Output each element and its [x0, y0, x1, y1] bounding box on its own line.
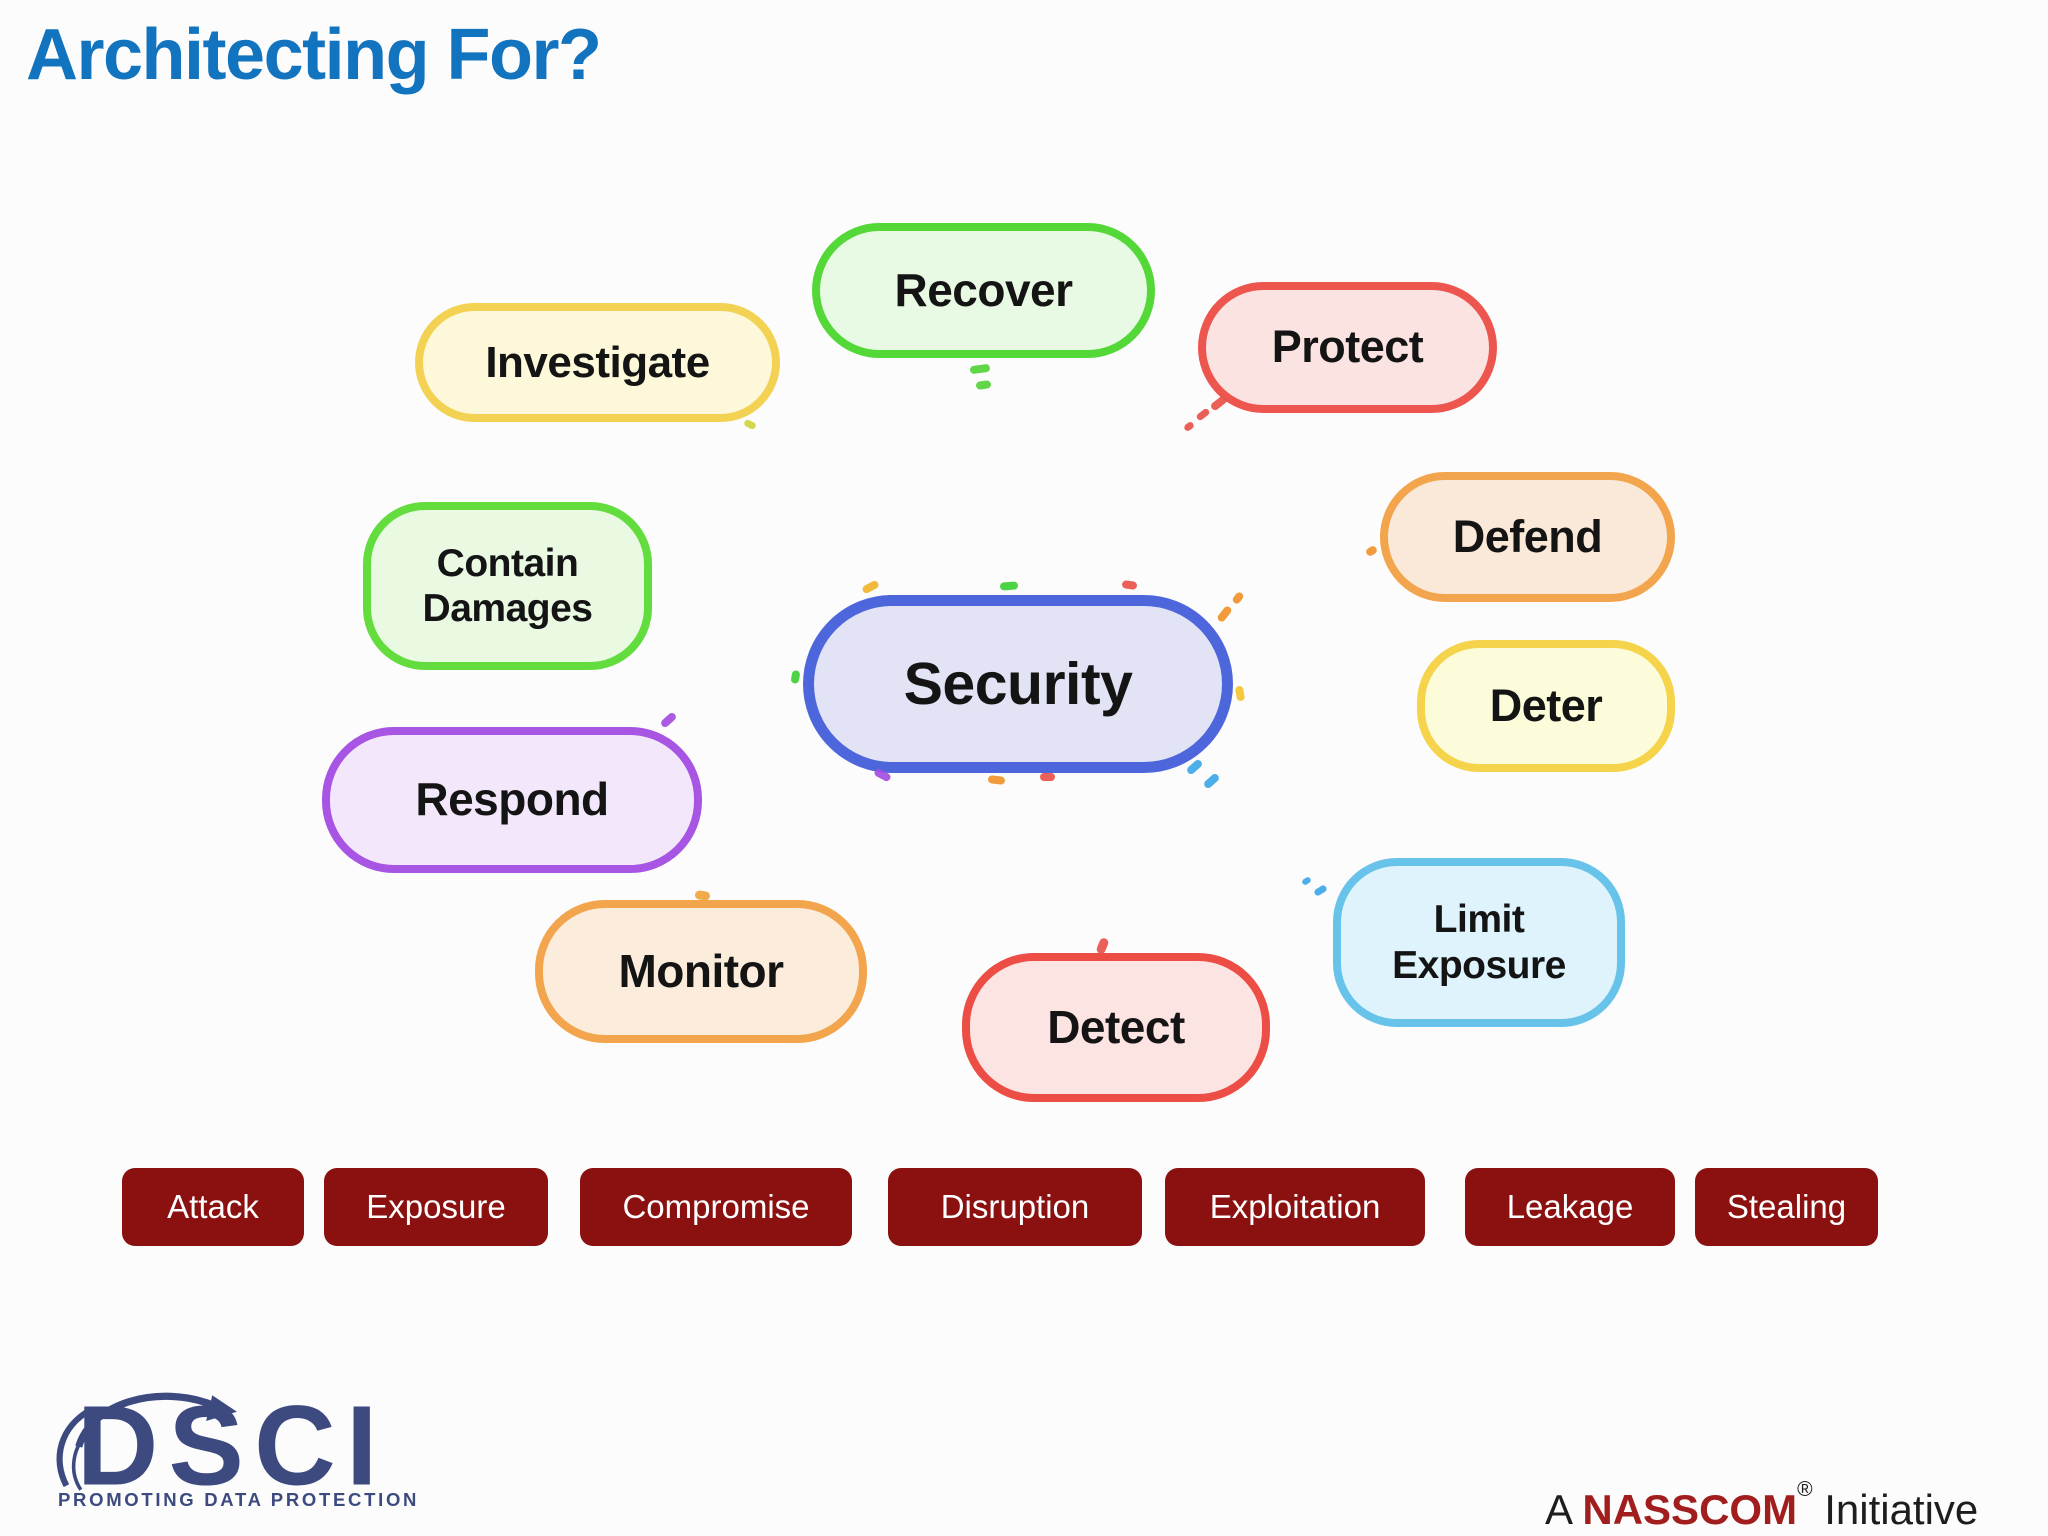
bubble-label: Monitor [618, 944, 784, 997]
threat-label: Stealing [1726, 1188, 1847, 1225]
connector-stub [1231, 590, 1245, 606]
threat-label: Attack [167, 1188, 259, 1225]
threat-label: Exploitation [1209, 1188, 1381, 1225]
connector-stub [1202, 772, 1221, 790]
bubble-label: Contain Damages [422, 541, 593, 630]
bubble-respond: Respond [322, 727, 702, 873]
connector-stub [1313, 884, 1328, 897]
connector-stub [659, 711, 678, 729]
bubble-security: Security [803, 595, 1233, 773]
connector-stub [743, 418, 757, 431]
dsci-swoosh-top [75, 1392, 216, 1448]
bubble-limit-exposure: Limit Exposure [1333, 858, 1625, 1027]
bubble-monitor: Monitor [535, 900, 867, 1043]
bubble-label: Security [903, 650, 1133, 717]
dsci-logo: DSCI [56, 1386, 388, 1496]
bubble-label: Protect [1271, 321, 1424, 373]
connector-stub [1209, 394, 1229, 412]
dsci-swoosh-arrowhead [206, 1395, 237, 1421]
dsci-tagline: PROMOTING DATA PROTECTION [58, 1489, 420, 1510]
nasscom-prefix: A [1545, 1486, 1583, 1533]
bubble-label: Deter [1489, 679, 1603, 731]
bubble-label: Defend [1452, 510, 1603, 562]
bubble-investigate: Investigate [415, 303, 780, 422]
connector-stub [1234, 685, 1246, 702]
connector-stub [790, 669, 801, 685]
nasscom-brand: NASSCOM [1582, 1486, 1798, 1533]
bubble-label: Investigate [485, 337, 710, 387]
threat-stealing: Stealing [1695, 1168, 1878, 1246]
bubble-label: Respond [415, 773, 609, 826]
bubble-protect: Protect [1198, 282, 1497, 413]
connector-stub [1301, 876, 1312, 886]
dsci-swoosh-left-inner [71, 1430, 91, 1491]
threat-label: Leakage [1506, 1188, 1634, 1225]
threat-label: Exposure [366, 1188, 506, 1225]
connector-stub [975, 379, 992, 391]
bubble-label: Recover [894, 263, 1073, 316]
bubble-defend: Defend [1380, 472, 1675, 602]
bubble-contain-damages: Contain Damages [363, 502, 652, 670]
connector-stub [861, 579, 880, 595]
dsci-wordmark: DSCI [77, 1386, 388, 1496]
threat-exposure: Exposure [324, 1168, 548, 1246]
bubble-label: Limit Exposure [1392, 898, 1566, 987]
threat-attack: Attack [122, 1168, 304, 1246]
connector-stub [1121, 579, 1138, 591]
connector-stub [999, 581, 1019, 591]
threat-label: Compromise [622, 1188, 810, 1225]
bubble-deter: Deter [1417, 640, 1675, 772]
dsci-swoosh-left-outer [56, 1406, 93, 1488]
connector-stub [1364, 544, 1379, 558]
nasscom-initiative-line: A NASSCOM® Initiative [1545, 1478, 1979, 1534]
bubble-recover: Recover [812, 223, 1155, 358]
bubble-detect: Detect [962, 953, 1270, 1102]
threat-exploitation: Exploitation [1165, 1168, 1425, 1246]
connector-stub [987, 775, 1006, 785]
connector-stub [969, 363, 991, 375]
threat-disruption: Disruption [888, 1168, 1142, 1246]
connector-stub [1182, 420, 1196, 433]
threat-leakage: Leakage [1465, 1168, 1675, 1246]
threat-compromise: Compromise [580, 1168, 852, 1246]
registered-trademark-symbol: ® [1797, 1478, 1813, 1501]
threat-label: Disruption [940, 1188, 1090, 1225]
connector-stub [1216, 604, 1233, 624]
bubble-label: Detect [1047, 1000, 1185, 1053]
nasscom-suffix: Initiative [1812, 1486, 1979, 1533]
connector-stub [1040, 773, 1055, 781]
connector-stub [1195, 407, 1211, 422]
page-title: Architecting For? [26, 15, 602, 95]
